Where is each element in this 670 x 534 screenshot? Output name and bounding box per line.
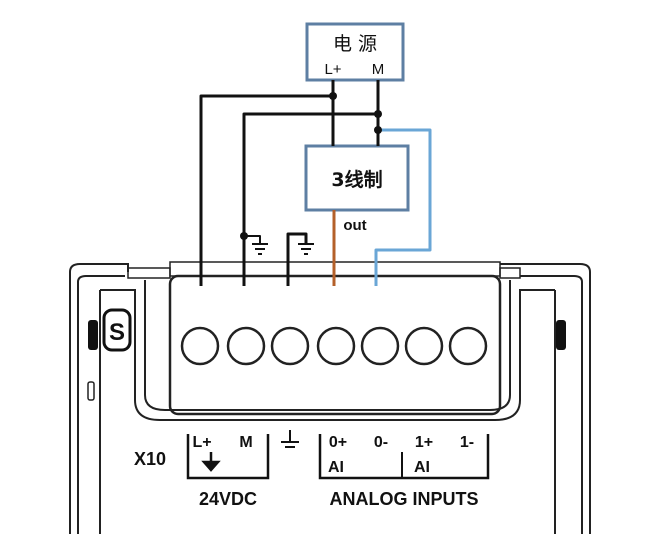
- wire-ground-stub: [286, 232, 308, 286]
- brand-logo-text: S: [109, 319, 125, 346]
- terminal-screw-0plus[interactable]: [316, 326, 356, 366]
- ground-symbol-2: [298, 243, 314, 255]
- sensor-title: 3线制: [331, 168, 382, 191]
- terminal-screws: [180, 326, 488, 366]
- right-clip: [556, 320, 566, 350]
- brand-logo: S: [102, 308, 132, 352]
- terminal-ground-icon: [281, 430, 299, 448]
- terminal-screw-lplus[interactable]: [180, 326, 220, 366]
- supply-label: 24VDC: [199, 489, 257, 509]
- power-m-label: M: [372, 61, 385, 78]
- left-notch: [87, 381, 95, 401]
- terminal-label-m: M: [239, 434, 252, 451]
- connector-id: X10: [134, 449, 166, 469]
- wires: [199, 80, 432, 286]
- analog-inputs-label: ANALOG INPUTS: [329, 489, 478, 509]
- terminal-label-0plus: 0+: [329, 434, 347, 451]
- ai-label-1: AI: [414, 459, 430, 476]
- analog-bracket: [318, 434, 490, 480]
- terminal-label-lplus: L+: [192, 434, 211, 451]
- terminal-screw-m[interactable]: [226, 326, 266, 366]
- power-supply-title: 电 源: [333, 33, 377, 55]
- junction-dots: [240, 92, 382, 240]
- terminal-screw-1plus[interactable]: [404, 326, 444, 366]
- ground-symbol-1: [252, 243, 268, 255]
- power-supply-box: 电 源 L+ M: [305, 22, 405, 82]
- terminal-label-1minus: 1-: [460, 434, 474, 451]
- sensor-output-label: out: [343, 217, 366, 234]
- power-lplus-label: L+: [324, 61, 341, 78]
- wire-m-to-module: [242, 112, 378, 286]
- terminal-screw-ground[interactable]: [270, 326, 310, 366]
- supply-bracket: [186, 434, 270, 480]
- ai-label-0: AI: [328, 459, 344, 476]
- left-clip: [88, 320, 98, 350]
- wire-m-to-0minus: [374, 128, 432, 286]
- wire-lplus-to-module: [199, 94, 333, 286]
- arrow-down-icon: [201, 452, 221, 472]
- three-wire-sensor-box: 3线制 out: [304, 144, 410, 234]
- terminal-labels: X10 L+ M 24VDC 0+ 0- 1+ 1- AI AI ANALOG …: [134, 430, 490, 509]
- wire-m-ground-stub: [244, 235, 261, 244]
- terminal-label-0minus: 0-: [374, 434, 388, 451]
- terminal-screw-0minus[interactable]: [360, 326, 400, 366]
- terminal-label-1plus: 1+: [415, 434, 433, 451]
- terminal-screw-1minus[interactable]: [448, 326, 488, 366]
